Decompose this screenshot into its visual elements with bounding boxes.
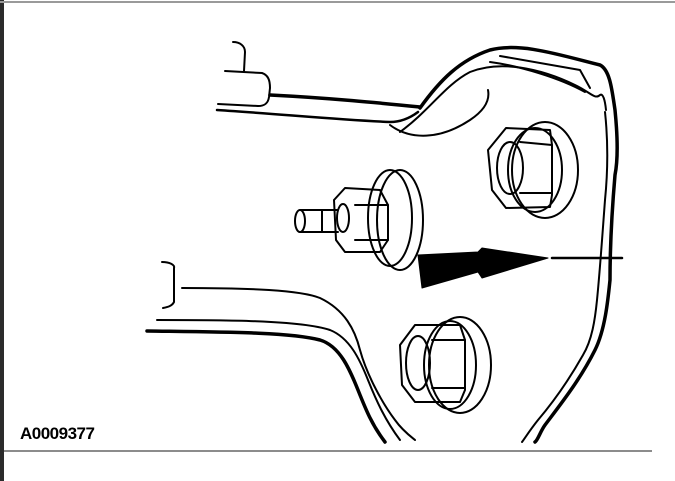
upper-flange-nut xyxy=(487,121,579,219)
lower-flange-nut xyxy=(399,316,492,414)
upper-arm xyxy=(215,41,422,124)
lower-arm xyxy=(145,261,416,444)
figure-caption-code: A0009377 xyxy=(20,424,95,443)
top-divider xyxy=(0,1,675,3)
direction-arrow xyxy=(417,247,624,289)
bracket-plate xyxy=(389,45,619,444)
left-edge-bar xyxy=(0,0,4,481)
stud-nut-assembly xyxy=(294,169,424,271)
bottom-divider xyxy=(4,450,652,452)
